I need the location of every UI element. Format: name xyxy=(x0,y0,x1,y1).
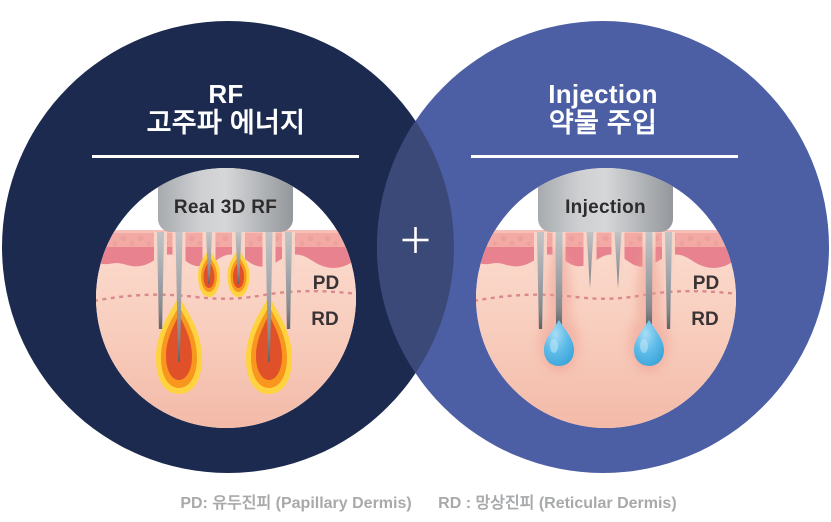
injection-pd-label: PD xyxy=(693,273,719,294)
footnote: PD: 유두진피 (Papillary Dermis) RD : 망상진피 (R… xyxy=(13,489,831,513)
pd-definition: PD: 유두진피 (Papillary Dermis) xyxy=(180,495,412,512)
injection-pd-rd-boundary xyxy=(476,289,736,303)
rf-device-label: Real 3D RF xyxy=(174,197,277,218)
plus-icon xyxy=(402,227,429,253)
rf-pd-rd-boundary xyxy=(96,289,356,303)
right-title-line1: Injection xyxy=(548,79,658,109)
left-title-line1: RF xyxy=(208,79,244,109)
rd-definition: RD : 망상진피 (Reticular Dermis) xyxy=(438,495,677,512)
injection-device-label: Injection xyxy=(565,197,646,218)
left-title-divider xyxy=(92,155,359,158)
rf-rd-label: RD xyxy=(311,309,338,330)
left-circle-title: RF 고주파 에너지 xyxy=(76,80,376,138)
injection-illustration: Injection PD RD xyxy=(476,168,736,428)
left-title-line2: 고주파 에너지 xyxy=(146,108,306,138)
rf-pd-label: PD xyxy=(313,273,339,294)
right-title-line2: 약물 주입 xyxy=(548,108,658,138)
right-circle-title: Injection 약물 주입 xyxy=(453,80,753,138)
injection-rd-label: RD xyxy=(691,309,718,330)
right-title-divider xyxy=(471,155,738,158)
